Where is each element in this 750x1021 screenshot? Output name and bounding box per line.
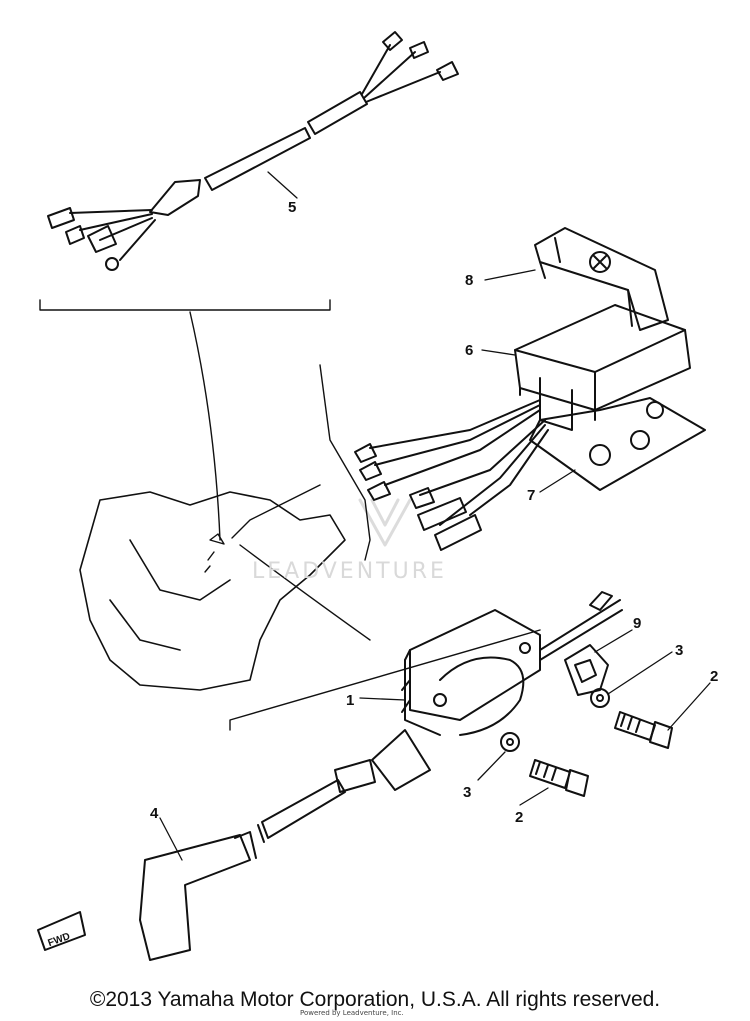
washer-lower bbox=[500, 732, 520, 752]
leader-lines bbox=[39, 299, 541, 731]
callout-2-upper: 2 bbox=[710, 668, 718, 685]
bolt-lower bbox=[529, 759, 589, 797]
callout-5: 5 bbox=[288, 199, 296, 216]
wire-harness bbox=[47, 31, 459, 271]
fwd-arrow-icon bbox=[37, 911, 86, 951]
plug-wire bbox=[257, 759, 376, 843]
callout-3-upper: 3 bbox=[675, 642, 683, 659]
cable-clamp bbox=[564, 644, 609, 696]
callout-lines bbox=[159, 171, 711, 861]
callout-7: 7 bbox=[527, 487, 535, 504]
motorcycle-outline bbox=[79, 491, 346, 691]
callout-4: 4 bbox=[150, 805, 159, 822]
callout-3-lower: 3 bbox=[463, 784, 471, 801]
callout-8: 8 bbox=[465, 272, 473, 289]
copyright-subtext: Powered by Leadventure, Inc. bbox=[300, 1009, 404, 1017]
washer-upper bbox=[590, 688, 610, 708]
ignition-coil bbox=[371, 591, 623, 791]
watermark-logo bbox=[358, 498, 412, 547]
bolt-upper bbox=[614, 711, 673, 749]
plug-cap bbox=[139, 831, 257, 961]
watermark-text: LEADVENTURE bbox=[252, 559, 447, 584]
bracket bbox=[534, 227, 669, 331]
copyright-notice: ©2013 Yamaha Motor Corporation, U.S.A. A… bbox=[89, 988, 661, 1011]
callout-9: 9 bbox=[633, 615, 641, 632]
mounting-plate bbox=[529, 397, 706, 491]
callout-6: 6 bbox=[465, 342, 473, 359]
washer-lower-hole bbox=[506, 738, 514, 746]
callout-1: 1 bbox=[346, 692, 354, 709]
fwd-label: FWD bbox=[47, 931, 72, 949]
cdi-wires bbox=[354, 399, 549, 551]
callout-2-lower: 2 bbox=[515, 809, 523, 826]
washer-upper-hole bbox=[596, 694, 604, 702]
